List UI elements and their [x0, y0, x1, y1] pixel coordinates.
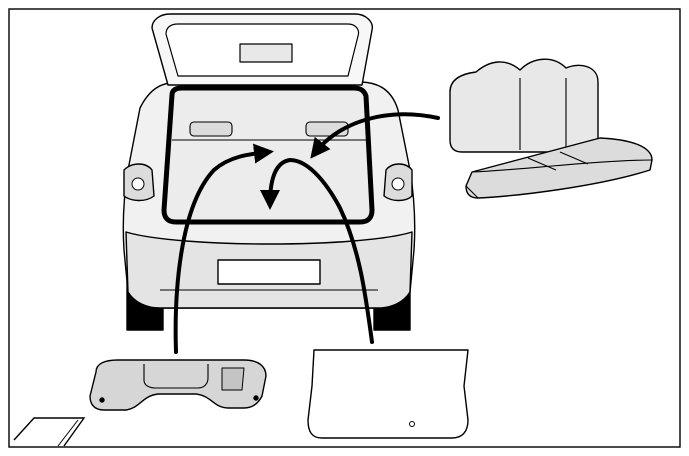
- license-plate: [218, 260, 320, 284]
- floor-panel-hole: [410, 422, 415, 427]
- seat-backrest: [450, 59, 598, 152]
- boot-floor-panel-icon: [308, 350, 468, 438]
- floor-panel-board: [308, 350, 468, 438]
- tailgate-handle: [240, 44, 292, 62]
